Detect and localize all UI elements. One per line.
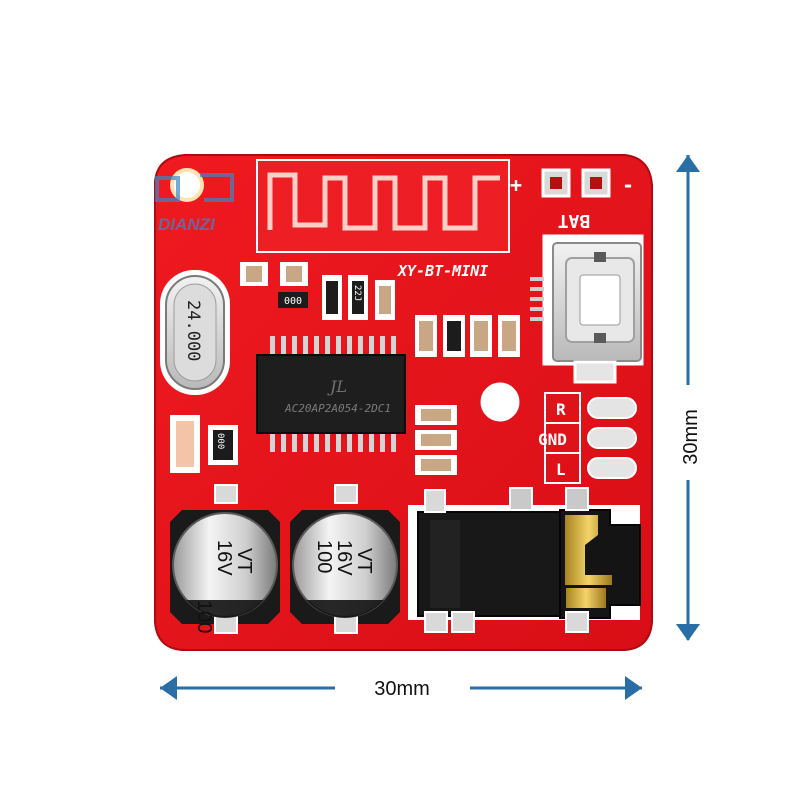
width-dimension: 30mm [160, 676, 642, 700]
chip-logo: JL [327, 377, 347, 396]
audio-output-pins: R GND L [538, 392, 637, 484]
battery-label: BAT [558, 210, 591, 231]
capacitor-right-voltage: 16V [333, 540, 355, 576]
resistor-code-2: 22J [352, 285, 362, 301]
watermark-logo: DIANZI [155, 173, 234, 234]
bluetooth-chip: JL AC20AP2A054-2DC1 [256, 336, 406, 452]
capacitor-left-voltage: 16V [213, 540, 235, 576]
resistor-code-1: 000 [284, 296, 302, 307]
capacitor-right-series: VT [353, 548, 375, 574]
capacitor-right: 100 16V VT [290, 484, 400, 634]
height-label: 30mm [680, 409, 702, 465]
height-dimension: 30mm [676, 155, 702, 641]
pin-label-gnd: GND [538, 430, 567, 449]
capacitor-right-value: 100 [313, 540, 335, 573]
chip-label: AC20AP2A054-2DC1 [284, 402, 391, 415]
capacitor-left-series: VT [233, 548, 255, 574]
smd-components: 000 22J 000 [170, 262, 520, 475]
battery-minus-label: - [622, 173, 634, 197]
audio-jack [408, 487, 641, 633]
model-label: XY-BT-MINI [396, 262, 488, 280]
resistor-code-3: 000 [215, 433, 225, 449]
watermark-text: DIANZI [158, 215, 216, 234]
pin-label-r: R [556, 400, 566, 419]
pin-label-l: L [556, 460, 566, 479]
antenna-trace [256, 159, 510, 253]
width-label: 30mm [374, 678, 430, 700]
mounting-hole-center [480, 382, 520, 422]
crystal-oscillator: 24.000 [160, 270, 230, 395]
micro-usb-connector [530, 234, 644, 384]
capacitor-left-value: 100 [193, 600, 215, 633]
battery-plus-label: + [510, 173, 522, 197]
crystal-label: 24.000 [183, 300, 203, 361]
capacitor-left: 100 16V VT [170, 484, 280, 634]
